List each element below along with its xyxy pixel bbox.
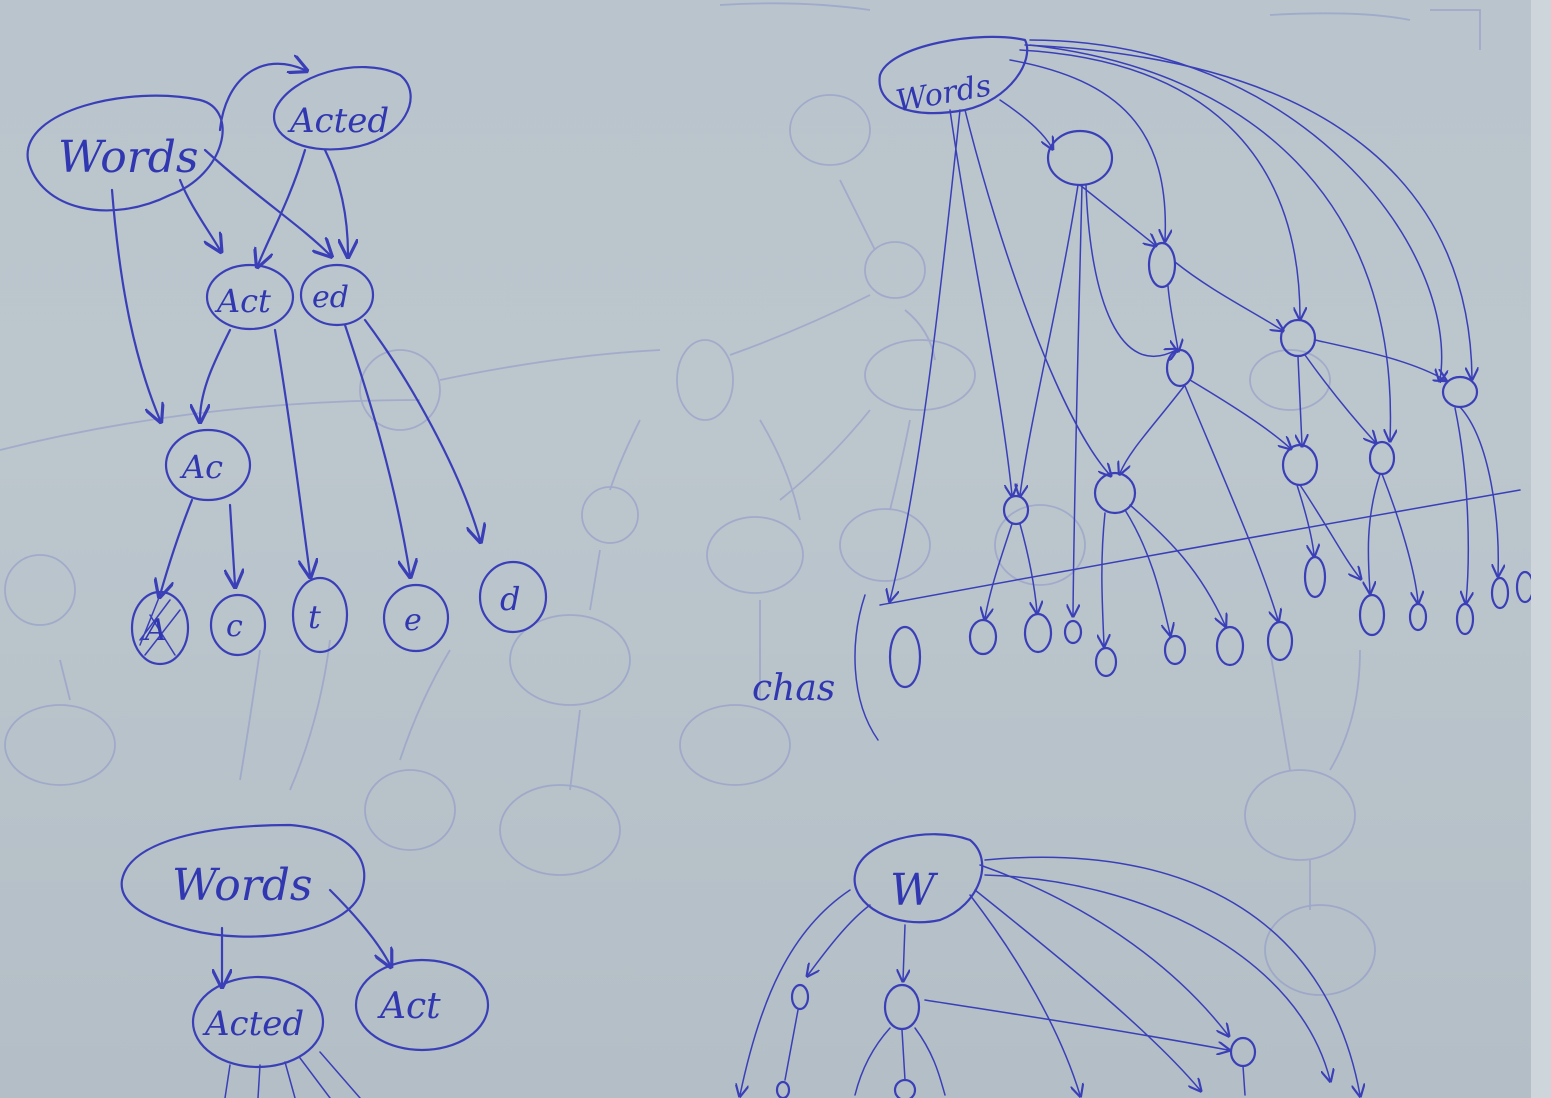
bl-acted-outline [191,975,325,1069]
br-root-outline [853,833,984,924]
bl-act-label: Act [377,986,441,1027]
bl-acted-label: Acted [202,1004,304,1044]
leaf-a-label: A [142,613,167,648]
leaf-d-label: d [500,580,520,618]
node-acted-outline [272,66,412,151]
bl-act-outline [354,958,490,1052]
leaf-e-outline [382,583,450,653]
top-left-diagram: Words Acted Act ed Ac A c t e d [26,64,548,666]
node-words-label: Words [58,132,199,183]
side-label-chas: chas [752,668,835,709]
leaf-t-outline [291,576,349,654]
top-right-diagram: Words [752,35,1535,741]
node-words-outline [26,94,224,212]
ghost-strokes [0,2,1481,996]
node-ed-label: ed [312,280,349,315]
bl-words-outline [120,823,366,938]
bottom-right-diagram: W [740,833,1360,1098]
node-act-outline [205,263,295,331]
node-acted-label: Acted [287,101,389,141]
paper-edge [1531,0,1551,1098]
root-words-outline [878,35,1029,115]
bl-words-label: Words [172,860,313,911]
node-ac-outline [164,428,252,502]
node-act-label: Act [214,282,271,320]
root-words-label: Words [893,68,993,119]
node-ac-label: Ac [179,448,223,486]
leaf-e-label: e [404,603,422,638]
leaf-c-label: c [226,609,243,644]
leaf-d-outline [478,560,548,634]
bottom-left-diagram: Words Acted Act [120,823,490,1098]
br-root-label: W [890,865,939,916]
node-ed-outline [299,263,375,327]
leaf-t-label: t [308,598,321,636]
leaf-c-outline [209,593,267,657]
